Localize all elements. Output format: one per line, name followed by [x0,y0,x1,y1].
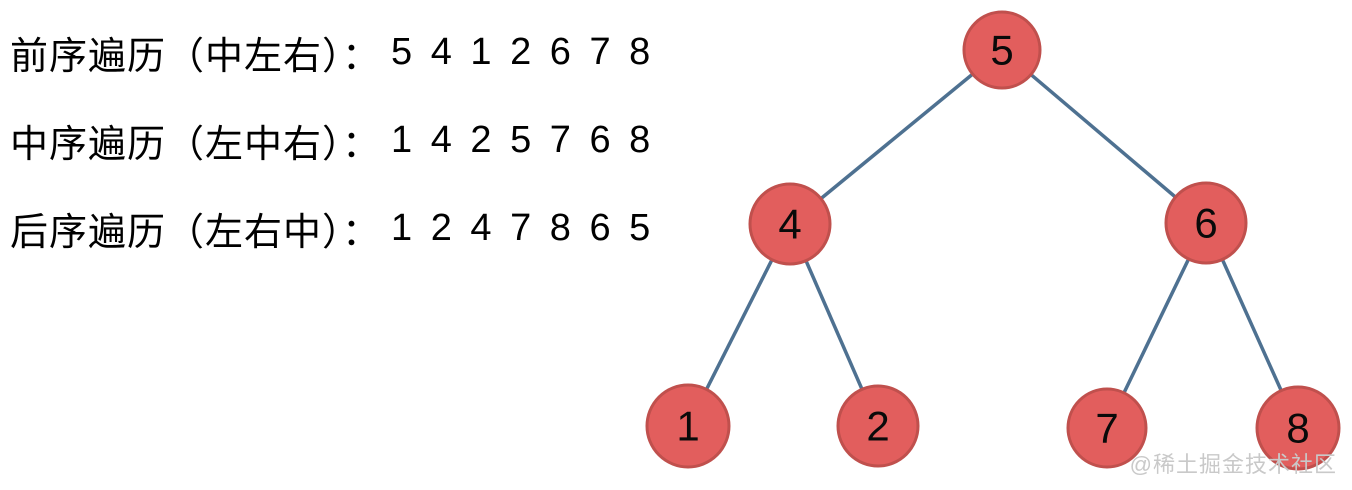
node-1-value: 1 [676,403,699,450]
node-8-circle [1255,385,1341,471]
preorder-label: 前序遍历（中左右）： [10,35,382,78]
preorder-sequence: 5 4 1 2 6 7 8 [391,30,655,73]
tree-node-8: 8 [1255,385,1341,471]
node-6-circle [1164,181,1248,265]
node-2-circle [836,384,920,468]
node-8-value: 8 [1286,405,1309,452]
node-2-value: 2 [866,403,889,450]
node-7-circle [1066,387,1148,469]
edge-5-6 [1000,48,1208,225]
node-4-circle [748,182,832,266]
node-1-circle [645,383,731,469]
tree-node-7: 7 [1066,387,1148,469]
tree-node-5: 5 [962,10,1042,90]
node-4-value: 4 [778,201,801,248]
node-5-value: 5 [990,27,1013,74]
postorder-sequence: 1 2 4 7 8 6 5 [391,206,655,249]
node-7-value: 7 [1095,405,1118,452]
tree-node-1: 1 [645,383,731,469]
postorder-label: 后序遍历（左右中）： [10,211,382,254]
edge-5-4 [788,48,1004,226]
traversal-line-inorder: 中序遍历（左中右）：1 4 2 5 7 6 8 [10,96,654,184]
tree-node-2: 2 [836,384,920,468]
tree-nodes: 5 4 6 1 2 7 8 [645,10,1341,471]
traversal-line-postorder: 后序遍历（左右中）：1 2 4 7 8 6 5 [10,184,654,272]
traversal-list: 前序遍历（中左右）：5 4 1 2 6 7 8 中序遍历（左中右）：1 4 2 … [10,8,654,272]
inorder-sequence: 1 4 2 5 7 6 8 [391,118,655,161]
watermark: @稀土掘金技术社区 [1129,452,1337,477]
node-6-value: 6 [1194,200,1217,247]
traversal-line-preorder: 前序遍历（中左右）：5 4 1 2 6 7 8 [10,8,654,96]
node-5-circle [962,10,1042,90]
inorder-label: 中序遍历（左中右）： [10,123,382,166]
tree-node-6: 6 [1164,181,1248,265]
tree-node-4: 4 [748,182,832,266]
